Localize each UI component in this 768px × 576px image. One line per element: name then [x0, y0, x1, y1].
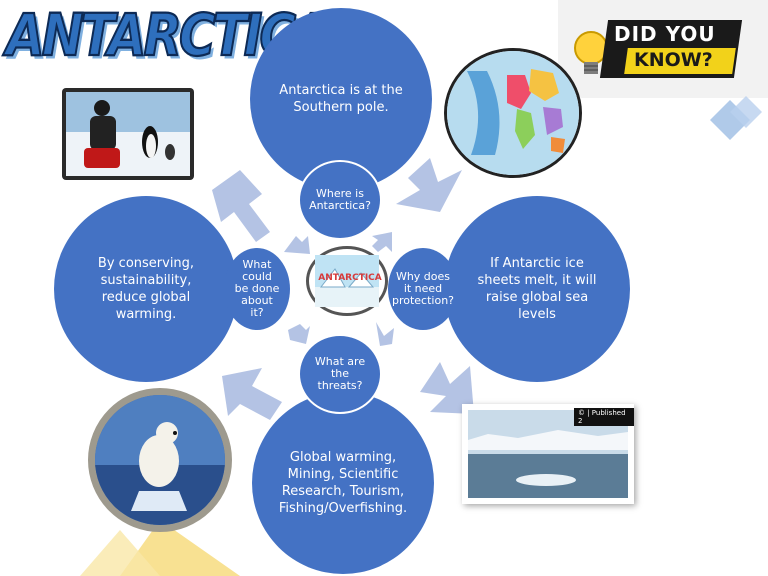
big-circle-top: Antarctica is at the Southern pole. — [250, 8, 432, 190]
big-circle-left: By conserving, sustainability, reduce gl… — [54, 196, 238, 382]
small-circle-left: What could be done about it? — [224, 248, 290, 330]
small-circle-top: Where is Antarctica? — [298, 160, 382, 240]
world-map-photo — [444, 48, 582, 178]
did-you-know-line1: DID YOU — [614, 22, 716, 46]
small-arrow-1 — [284, 236, 310, 254]
small-arrow-4 — [288, 324, 310, 344]
arrow-top-right — [396, 158, 462, 212]
decorative-yellow-shape — [80, 520, 240, 576]
big-circle-right: If Antarctic ice sheets melt, it will ra… — [444, 196, 630, 382]
small-circle-bottom: What are the threats? — [298, 334, 382, 414]
arrow-top-left — [212, 170, 270, 242]
decorative-diamonds — [710, 96, 762, 140]
did-you-know-line2: KNOW? — [634, 49, 713, 71]
center-badge: ANTARCTICA — [306, 246, 388, 316]
lightbulb-icon — [574, 31, 608, 74]
small-arrow-3 — [376, 322, 394, 346]
big-circle-bottom: Global warming, Mining, Scientific Resea… — [252, 392, 434, 574]
arrow-bottom-right — [420, 362, 474, 414]
center-badge-label: ANTARCTICA — [318, 273, 382, 283]
penguin-photo — [62, 88, 194, 180]
iceberg-news-photo: © | Published 2 — [462, 404, 634, 504]
news-caption: © | Published 2 — [574, 408, 634, 426]
small-arrow-2 — [372, 232, 392, 252]
polar-bear-photo — [88, 388, 232, 532]
small-circle-right: Why does it need protection? — [388, 248, 458, 330]
arrow-bottom-left — [222, 368, 282, 420]
